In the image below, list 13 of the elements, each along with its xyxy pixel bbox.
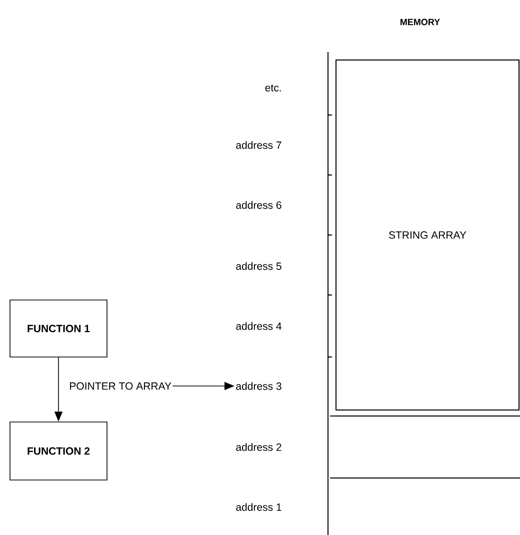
address-text: address 5 xyxy=(236,262,282,270)
array-box: STRING ARRAY xyxy=(336,60,520,410)
address-text: address 6 xyxy=(236,201,282,209)
address-text: address 7 xyxy=(236,141,282,149)
address-text: address 2 xyxy=(236,443,282,451)
address-text: address 1 xyxy=(236,503,282,511)
heading: MEMORY xyxy=(400,18,440,26)
function-box: FUNCTION 2 xyxy=(10,422,108,480)
address-text: address 4 xyxy=(236,322,282,330)
etc-text: etc. xyxy=(265,84,281,92)
address-text: address 3 xyxy=(236,382,282,390)
function-box: FUNCTION 1 xyxy=(10,300,108,358)
pointer-text: POINTER TO ARRAY xyxy=(70,382,172,390)
